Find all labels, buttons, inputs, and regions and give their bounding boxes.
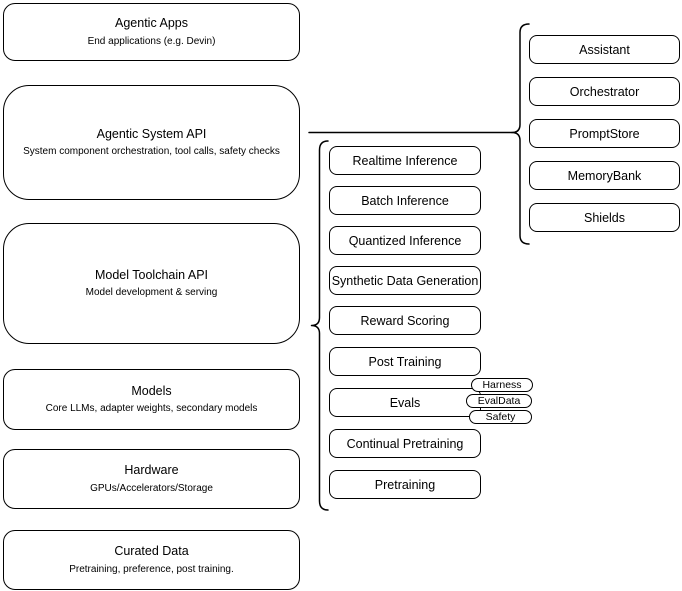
node-reward-scoring: Reward Scoring: [329, 306, 481, 335]
node-assistant: Assistant: [529, 35, 680, 64]
node-post-training: Post Training: [329, 347, 481, 376]
tag-evaldata: EvalData: [466, 394, 532, 408]
node-synthetic-data-generation: Synthetic Data Generation: [329, 266, 481, 295]
node-title: Agentic System API: [96, 126, 207, 141]
node-subtitle: GPUs/Accelerators/Storage: [90, 482, 213, 494]
node-model-toolchain-api: Model Toolchain API Model development & …: [3, 223, 300, 344]
node-quantized-inference: Quantized Inference: [329, 226, 481, 255]
node-models: Models Core LLMs, adapter weights, secon…: [3, 369, 300, 430]
node-title: Models: [131, 383, 172, 398]
node-batch-inference: Batch Inference: [329, 186, 481, 215]
node-memorybank: MemoryBank: [529, 161, 680, 190]
node-evals: Evals: [329, 388, 481, 417]
tag-safety: Safety: [469, 410, 532, 424]
node-title: Model Toolchain API: [94, 267, 209, 282]
node-subtitle: End applications (e.g. Devin): [87, 35, 216, 47]
node-title: Curated Data: [114, 544, 189, 559]
node-subtitle: Model development & serving: [85, 287, 218, 299]
node-curated-data: Curated Data Pretraining, preference, po…: [3, 530, 300, 590]
brace-toolchain-components: [310, 140, 329, 511]
node-promptstore: PromptStore: [529, 119, 680, 148]
node-subtitle: System component orchestration, tool cal…: [23, 146, 280, 158]
node-title: Agentic Apps: [115, 16, 188, 31]
node-continual-pretraining: Continual Pretraining: [329, 429, 481, 458]
tag-harness: Harness: [471, 378, 533, 392]
node-agentic-system-api: Agentic System API System component orch…: [3, 85, 300, 200]
node-subtitle: Pretraining, preference, post training.: [69, 563, 234, 575]
node-realtime-inference: Realtime Inference: [329, 146, 481, 175]
node-title: Hardware: [124, 463, 179, 478]
node-pretraining: Pretraining: [329, 470, 481, 499]
node-orchestrator: Orchestrator: [529, 77, 680, 106]
node-shields: Shields: [529, 203, 680, 232]
node-subtitle: Core LLMs, adapter weights, secondary mo…: [45, 403, 258, 415]
brace-agentic-components: [511, 23, 530, 245]
node-agentic-apps: Agentic Apps End applications (e.g. Devi…: [3, 3, 300, 61]
node-hardware: Hardware GPUs/Accelerators/Storage: [3, 449, 300, 509]
